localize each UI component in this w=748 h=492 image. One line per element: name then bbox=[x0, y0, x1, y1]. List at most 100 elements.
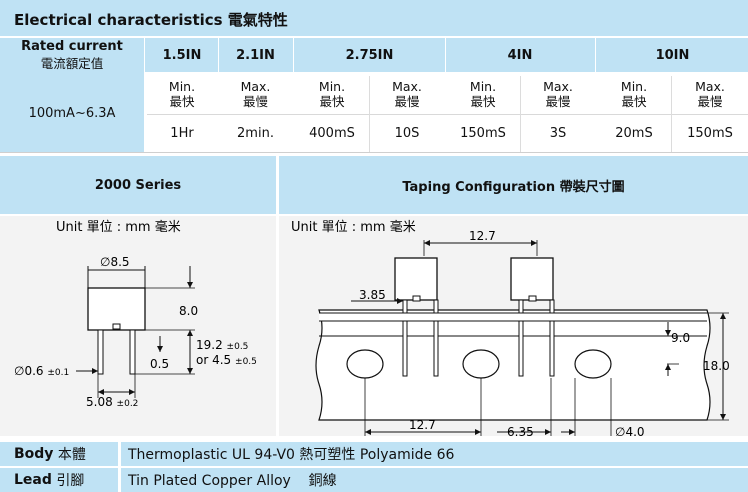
col-header-2-75in: 2.75IN bbox=[345, 47, 394, 63]
sub-label-cell: Min.最快 bbox=[147, 76, 217, 112]
row-divider bbox=[147, 114, 748, 115]
value-cell: 400mS bbox=[309, 125, 355, 141]
taped-lead bbox=[518, 299, 524, 377]
arrow-head bbox=[187, 330, 193, 336]
rated-label-en: Rated current bbox=[21, 39, 123, 54]
lead-right bbox=[129, 329, 136, 375]
taping-drawing: Unit 單位 : mm 毫米 12.7 3.85 9.0 18.0 12 bbox=[291, 219, 730, 436]
arrow-head bbox=[397, 298, 403, 304]
arrow-head bbox=[98, 389, 104, 395]
dim-lead-length-b: or 4.5 ±0.5 bbox=[196, 353, 257, 367]
holding-tape bbox=[319, 313, 707, 321]
electrical-header-band bbox=[0, 0, 748, 36]
sub-label-zh: 最慢 bbox=[697, 94, 723, 109]
dim-height: 8.0 bbox=[179, 304, 198, 318]
value-cell: 2min. bbox=[237, 125, 274, 141]
sub-label: Max. bbox=[695, 79, 725, 94]
arrow-head bbox=[475, 429, 481, 435]
sub-label: Max. bbox=[543, 79, 573, 94]
dim-offset: 3.85 bbox=[359, 288, 386, 302]
taping-unit: Unit 單位 : mm 毫米 bbox=[291, 219, 416, 235]
arrow-head bbox=[665, 364, 671, 370]
dim-lead-length-a: 19.2 ±0.5 bbox=[196, 338, 248, 352]
arrow-head bbox=[187, 282, 193, 288]
material-label: Body bbox=[14, 446, 54, 462]
fuse-body bbox=[87, 287, 146, 331]
sub-label: Min. bbox=[620, 79, 648, 94]
value-cell: 10S bbox=[394, 125, 420, 141]
arrow-head bbox=[720, 313, 726, 319]
dim-pitch-bottom: 12.7 bbox=[409, 418, 436, 432]
dim-pitch-top: 12.7 bbox=[469, 229, 496, 243]
dim-standoff: 0.5 bbox=[150, 357, 169, 371]
lead-left bbox=[97, 329, 104, 375]
material-label-zh: 本體 bbox=[57, 447, 86, 463]
sub-label-cell: Min.最快 bbox=[446, 76, 520, 112]
sub-label-zh: 最快 bbox=[169, 94, 195, 109]
taped-fuse-body bbox=[394, 257, 438, 301]
arrow-head bbox=[545, 429, 551, 435]
arrow-head bbox=[569, 429, 575, 435]
sprocket-hole bbox=[462, 349, 500, 379]
sprocket-hole bbox=[346, 349, 384, 379]
sub-label-cell: Max.最慢 bbox=[370, 76, 444, 112]
material-value-body: Thermoplastic UL 94-V0 熱可塑性 Polyamide 66 bbox=[128, 447, 455, 463]
dim-height-small: 9.0 bbox=[671, 331, 690, 345]
material-label-band bbox=[0, 442, 118, 466]
taping-header-band bbox=[279, 156, 748, 214]
material-label-band bbox=[0, 468, 118, 492]
material-value-band bbox=[121, 442, 748, 466]
arrow-head bbox=[424, 240, 430, 246]
sub-label: Min. bbox=[469, 79, 497, 94]
value-cell: 150mS bbox=[460, 125, 506, 141]
material-label: Lead bbox=[14, 472, 52, 488]
sub-label-zh: 最快 bbox=[621, 94, 647, 109]
col-header-4in: 4IN bbox=[507, 47, 533, 63]
arrow-head bbox=[531, 240, 537, 246]
taped-lead bbox=[549, 299, 555, 377]
arrow-head bbox=[157, 346, 163, 352]
sub-label-cell: Max.最慢 bbox=[521, 76, 595, 112]
dim-pitch: 5.08 ±0.2 bbox=[86, 395, 138, 409]
sub-label-cell: Min.最快 bbox=[597, 76, 671, 112]
col-divider bbox=[218, 38, 219, 72]
sub-label: Min. bbox=[318, 79, 346, 94]
material-label-zh: 引腳 bbox=[56, 473, 85, 489]
taped-fuse-body bbox=[510, 257, 554, 301]
rated-label-zh: 電流額定值 bbox=[40, 56, 104, 71]
material-value-band bbox=[121, 468, 748, 492]
dim-lead-dia: ∅0.6 ±0.1 bbox=[14, 364, 69, 378]
dim-hole-offset: 6.35 bbox=[507, 425, 534, 436]
body-notch bbox=[412, 295, 421, 302]
value-cell: 3S bbox=[549, 125, 567, 141]
sub-label-zh: 最慢 bbox=[394, 94, 420, 109]
taped-lead bbox=[433, 299, 439, 377]
taping-title: Taping Configuration 帶裝尺寸圖 bbox=[402, 179, 625, 195]
col-header-10in: 10IN bbox=[655, 47, 690, 63]
series-header-band bbox=[0, 156, 276, 214]
body-notch bbox=[528, 295, 537, 302]
sprocket-hole bbox=[574, 349, 612, 379]
electrical-title: Electrical characteristics 電氣特性 bbox=[14, 11, 288, 29]
sub-label: Max. bbox=[240, 79, 271, 94]
rated-column-band bbox=[0, 38, 144, 152]
sub-label-zh: 最慢 bbox=[545, 94, 571, 109]
taped-lead bbox=[402, 299, 408, 377]
col-header-1-5in: 1.5IN bbox=[162, 47, 202, 63]
material-label-body: Body 本體 bbox=[14, 442, 86, 466]
col-divider bbox=[144, 38, 145, 72]
value-cell: 20mS bbox=[615, 125, 653, 141]
sub-label: Min. bbox=[168, 79, 196, 94]
series-title: 2000 Series bbox=[94, 177, 182, 193]
sub-label-cell: Max.最慢 bbox=[219, 76, 292, 112]
sub-divider bbox=[369, 76, 370, 152]
sub-label: Max. bbox=[392, 79, 422, 94]
sub-label-zh: 最快 bbox=[470, 94, 496, 109]
dim-diameter: ∅8.5 bbox=[100, 255, 130, 269]
sub-divider bbox=[520, 76, 521, 152]
sub-label-cell: Min.最快 bbox=[295, 76, 369, 112]
body-notch bbox=[112, 323, 121, 330]
sub-label-cell: Max.最慢 bbox=[672, 76, 748, 112]
col-header-2-1in: 2.1IN bbox=[236, 47, 275, 63]
value-cell: 150mS bbox=[687, 125, 733, 141]
